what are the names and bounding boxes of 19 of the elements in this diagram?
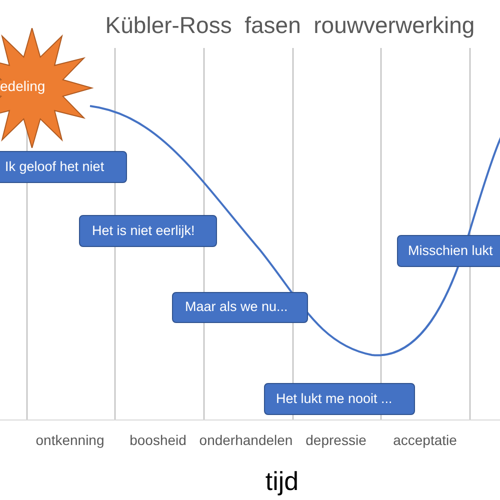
callout-text: Ik geloof het niet	[4, 158, 104, 176]
stage-label: boosheid	[130, 431, 186, 450]
stage-label: depressie	[306, 431, 366, 450]
stage-label: ontkenning	[36, 431, 104, 450]
callout-text: Maar als we nu...	[184, 298, 288, 316]
callout-text: edeling	[0, 77, 46, 96]
stage-label: onderhandelen	[199, 431, 293, 450]
diagram-title: Kübler-Ross fasen rouwverwerking	[104, 11, 476, 40]
speech-box	[264, 383, 415, 415]
callout-text: Het lukt me nooit ...	[275, 390, 392, 408]
axis-label: tijd	[265, 465, 299, 498]
starburst-shape	[0, 28, 94, 148]
callout-text: Het is niet eerlijk!	[91, 222, 195, 240]
callout-text: Misschien lukt	[407, 242, 493, 260]
speech-box	[0, 151, 127, 183]
speech-box	[79, 215, 217, 247]
speech-box	[397, 235, 500, 267]
stage-label: acceptatie	[393, 431, 457, 450]
speech-box	[172, 292, 308, 323]
